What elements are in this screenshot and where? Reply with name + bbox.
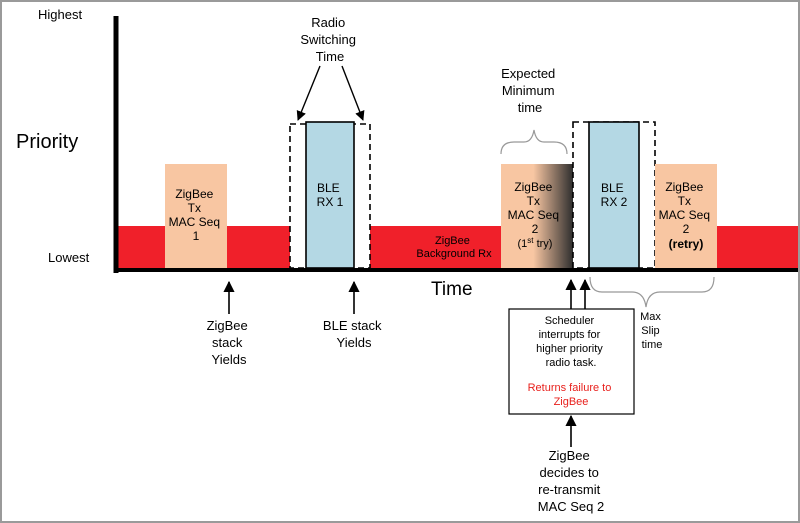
radio-switching-arrow-right: [341, 65, 365, 121]
radio-switching-arrow-left: [296, 65, 321, 121]
expected-minimum-label: Expected Minimum time: [501, 66, 559, 115]
x-axis-title: Time: [431, 279, 473, 300]
background-rx-label: ZigBee Background Rx: [416, 235, 492, 260]
axis-lowest-label: Lowest: [48, 250, 90, 265]
retransmit-label: ZigBee decides to re-transmit MAC Seq 2: [538, 448, 604, 514]
retry-note: (retry): [669, 237, 704, 251]
max-slip-brace: [589, 276, 715, 308]
first-try-note: (1st try): [518, 236, 553, 250]
returns-failure-label: Returns failure to ZigBee: [528, 382, 615, 408]
zigbee-tx-2-retry-label: ZigBee Tx MAC Seq 2: [659, 180, 714, 236]
ble-rx-2-label: BLE RX 2: [601, 181, 628, 209]
scheduler-label: Scheduler interrupts for higher priority…: [536, 315, 606, 369]
max-slip-label: Max Slip time: [640, 311, 664, 351]
zigbee-tx-1-block: [165, 164, 227, 268]
zigbee-tx-2-retry-block: [655, 164, 717, 268]
radio-switching-label: Radio Switching Time: [300, 15, 359, 64]
expected-minimum-brace: [500, 129, 568, 155]
zigbee-tx-2-try-label: ZigBee Tx MAC Seq 2: [508, 180, 563, 236]
axis-highest-label: Highest: [38, 7, 82, 22]
zigbee-tx-2-try-block: [501, 164, 573, 268]
ble-yields-label: BLE stack Yields: [323, 318, 385, 350]
y-axis-title: Priority: [16, 131, 78, 153]
ble-rx-1-label: BLE RX 1: [317, 181, 344, 209]
ble-rx-1-block: [305, 121, 355, 269]
zigbee-yields-label: ZigBee stack Yields: [207, 318, 252, 367]
zigbee-tx-1-label: ZigBee Tx MAC Seq 1: [169, 187, 224, 243]
ble-rx-2-block: [588, 121, 640, 269]
